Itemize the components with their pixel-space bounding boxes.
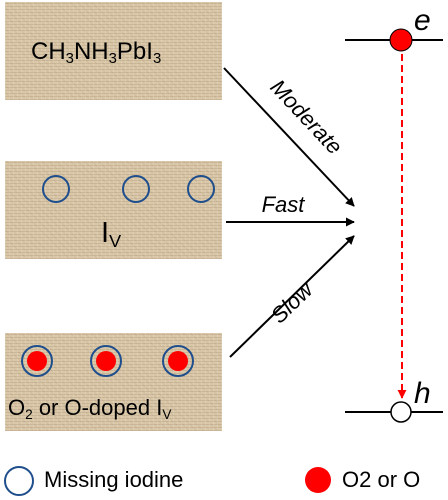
fast-label: Fast: [262, 192, 306, 217]
perovskite-formula: CH3NH3PbI3: [31, 38, 162, 68]
hole-circle: [390, 401, 412, 423]
legend-oxygen-label: O2 or O: [342, 467, 421, 492]
legend-missing-iodine-icon: [4, 466, 34, 496]
doped-ring-2: [90, 345, 122, 377]
moderate-arrow: [223, 67, 355, 207]
doped-ring-3: [162, 345, 194, 377]
pristine-perovskite-panel: CH3NH3PbI3: [5, 2, 222, 100]
oxygen-dot-1: [27, 351, 47, 371]
vacancy-circle-1: [42, 175, 70, 203]
doped-ring-1: [21, 345, 53, 377]
vacancy-circle-2: [122, 175, 150, 203]
oxygen-dot-3: [168, 351, 188, 371]
iodine-vacancy-panel: IV: [5, 161, 222, 259]
doped-label: O2 or O-doped IV: [8, 395, 172, 422]
moderate-label: Moderate: [265, 74, 347, 159]
oxygen-dot-2: [96, 351, 116, 371]
electron-dot: [389, 28, 413, 52]
vacancy-circle-3: [187, 175, 215, 203]
vacancy-label: IV: [101, 217, 122, 252]
slow-arrow: [229, 235, 355, 358]
legend-missing-iodine-label: Missing iodine: [44, 467, 184, 492]
hole-label: h: [414, 377, 431, 410]
electron-label: e: [414, 4, 431, 37]
slow-label: Slow: [266, 276, 319, 329]
legend-oxygen-icon: [305, 467, 331, 493]
